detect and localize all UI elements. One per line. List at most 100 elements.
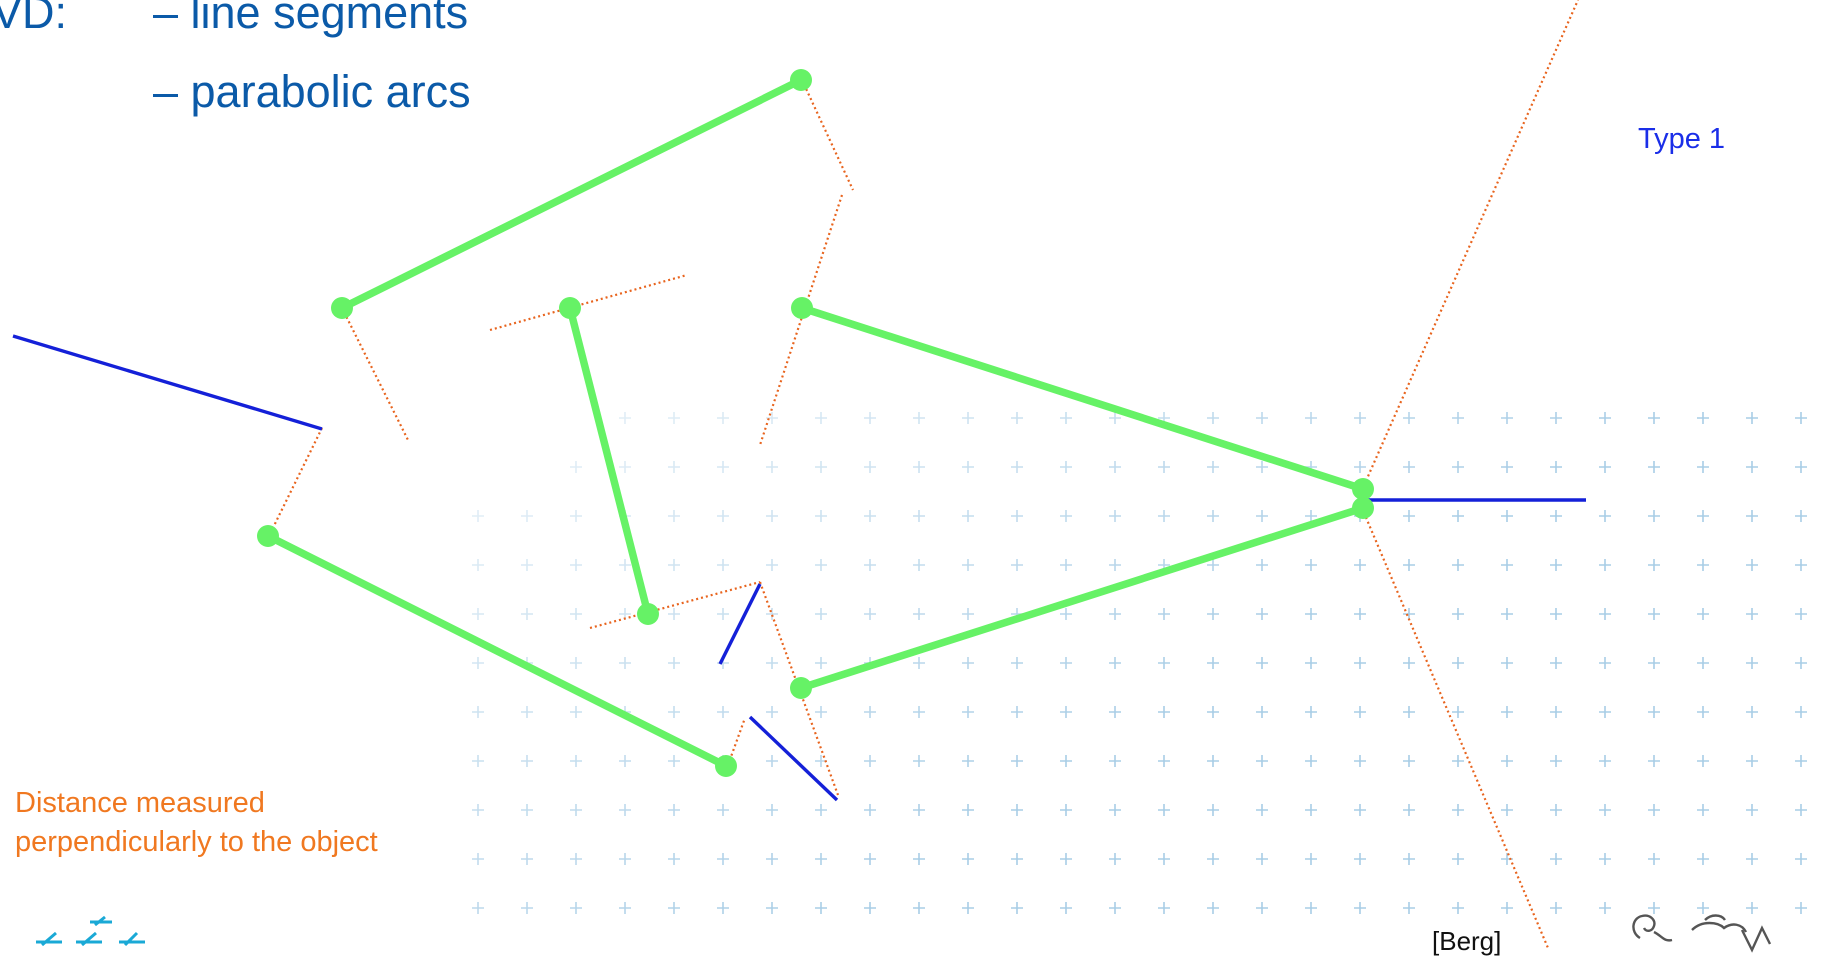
grid-cross (521, 510, 533, 522)
grid-cross (1599, 412, 1611, 424)
polygon-vertex (715, 755, 737, 777)
grid-cross (1599, 461, 1611, 473)
grid-cross (1011, 461, 1023, 473)
grid-cross (1550, 755, 1562, 767)
grid-cross (815, 804, 827, 816)
grid-cross (1403, 853, 1415, 865)
grid-cross (1207, 853, 1219, 865)
vd-label: VD: (0, 0, 68, 38)
polygon-vertex (790, 69, 812, 91)
grid-cross (1746, 657, 1758, 669)
grid-cross (570, 902, 582, 914)
grid-cross (521, 608, 533, 620)
grid-cross (1207, 510, 1219, 522)
grid-cross (1158, 804, 1170, 816)
grid-cross (1501, 657, 1513, 669)
grid-cross (1746, 853, 1758, 865)
grid-cross (1795, 657, 1807, 669)
grid-cross (1354, 608, 1366, 620)
grid-cross (472, 608, 484, 620)
grid-cross (521, 853, 533, 865)
grid-cross (1746, 706, 1758, 718)
polygon-vertex (637, 603, 659, 625)
grid-cross (1648, 706, 1660, 718)
bisector-line (801, 79, 854, 191)
grid-cross (1060, 853, 1072, 865)
voronoi-edge (12, 334, 323, 431)
grid-cross (472, 510, 484, 522)
grid-cross (1256, 853, 1268, 865)
grid-cross (1697, 853, 1709, 865)
grid-cross (1158, 608, 1170, 620)
grid-cross (1501, 412, 1513, 424)
grid-cross (1599, 608, 1611, 620)
grid-cross (864, 902, 876, 914)
grid-cross (766, 853, 778, 865)
grid-cross (668, 755, 680, 767)
grid-cross (766, 559, 778, 571)
grid-cross (1697, 804, 1709, 816)
grid-cross (1403, 608, 1415, 620)
grid-cross (962, 510, 974, 522)
polygon-edge (566, 304, 652, 618)
bullet-line-segments: – line segments (153, 0, 469, 38)
bisector-line (726, 717, 747, 766)
grid-cross (1109, 706, 1121, 718)
grid-cross (1305, 706, 1317, 718)
grid-cross (1599, 559, 1611, 571)
czech-lion-logo (1632, 914, 1772, 953)
grid-cross (521, 902, 533, 914)
grid-cross (1403, 412, 1415, 424)
grid-cross (1452, 461, 1464, 473)
grid-cross (1599, 804, 1611, 816)
voronoi-edge (748, 715, 839, 802)
grid-cross (570, 559, 582, 571)
grid-cross (1501, 559, 1513, 571)
grid-cross (1599, 706, 1611, 718)
grid-cross (1011, 902, 1023, 914)
grid-cross (1746, 559, 1758, 571)
grid-cross (1550, 608, 1562, 620)
grid-cross (1256, 412, 1268, 424)
grid-cross (1158, 706, 1170, 718)
grid-cross (1256, 559, 1268, 571)
grid-cross (864, 461, 876, 473)
grid-cross (1305, 510, 1317, 522)
grid-cross (1501, 608, 1513, 620)
grid-cross (668, 657, 680, 669)
grid-cross (1599, 902, 1611, 914)
grid-cross (717, 706, 729, 718)
grid-cross (1109, 657, 1121, 669)
grid-cross (766, 706, 778, 718)
bisector-line (589, 580, 761, 630)
grid-cross (1599, 510, 1611, 522)
grid-cross (570, 657, 582, 669)
grid-cross (1354, 755, 1366, 767)
grid-cross (1207, 412, 1219, 424)
grid-cross (1550, 510, 1562, 522)
bisector-line (1360, 507, 1550, 949)
bisector-line (267, 427, 323, 539)
grid-cross (1452, 902, 1464, 914)
grid-cross (1109, 902, 1121, 914)
grid-cross (1648, 902, 1660, 914)
grid-cross (1795, 706, 1807, 718)
polygon-vertices (257, 69, 1374, 777)
grid-cross (962, 804, 974, 816)
grid-cross (1746, 804, 1758, 816)
grid-cross (1697, 657, 1709, 669)
grid-cross (521, 804, 533, 816)
grid-cross (815, 510, 827, 522)
grid-cross (864, 853, 876, 865)
grid-cross (1501, 755, 1513, 767)
grid-cross (962, 412, 974, 424)
grid-cross (913, 706, 925, 718)
grid-cross (1256, 657, 1268, 669)
grid-cross (1648, 755, 1660, 767)
grid-cross (619, 804, 631, 816)
grid-cross (1501, 510, 1513, 522)
grid-cross (1305, 412, 1317, 424)
grid-cross (1354, 804, 1366, 816)
grid-cross (815, 559, 827, 571)
